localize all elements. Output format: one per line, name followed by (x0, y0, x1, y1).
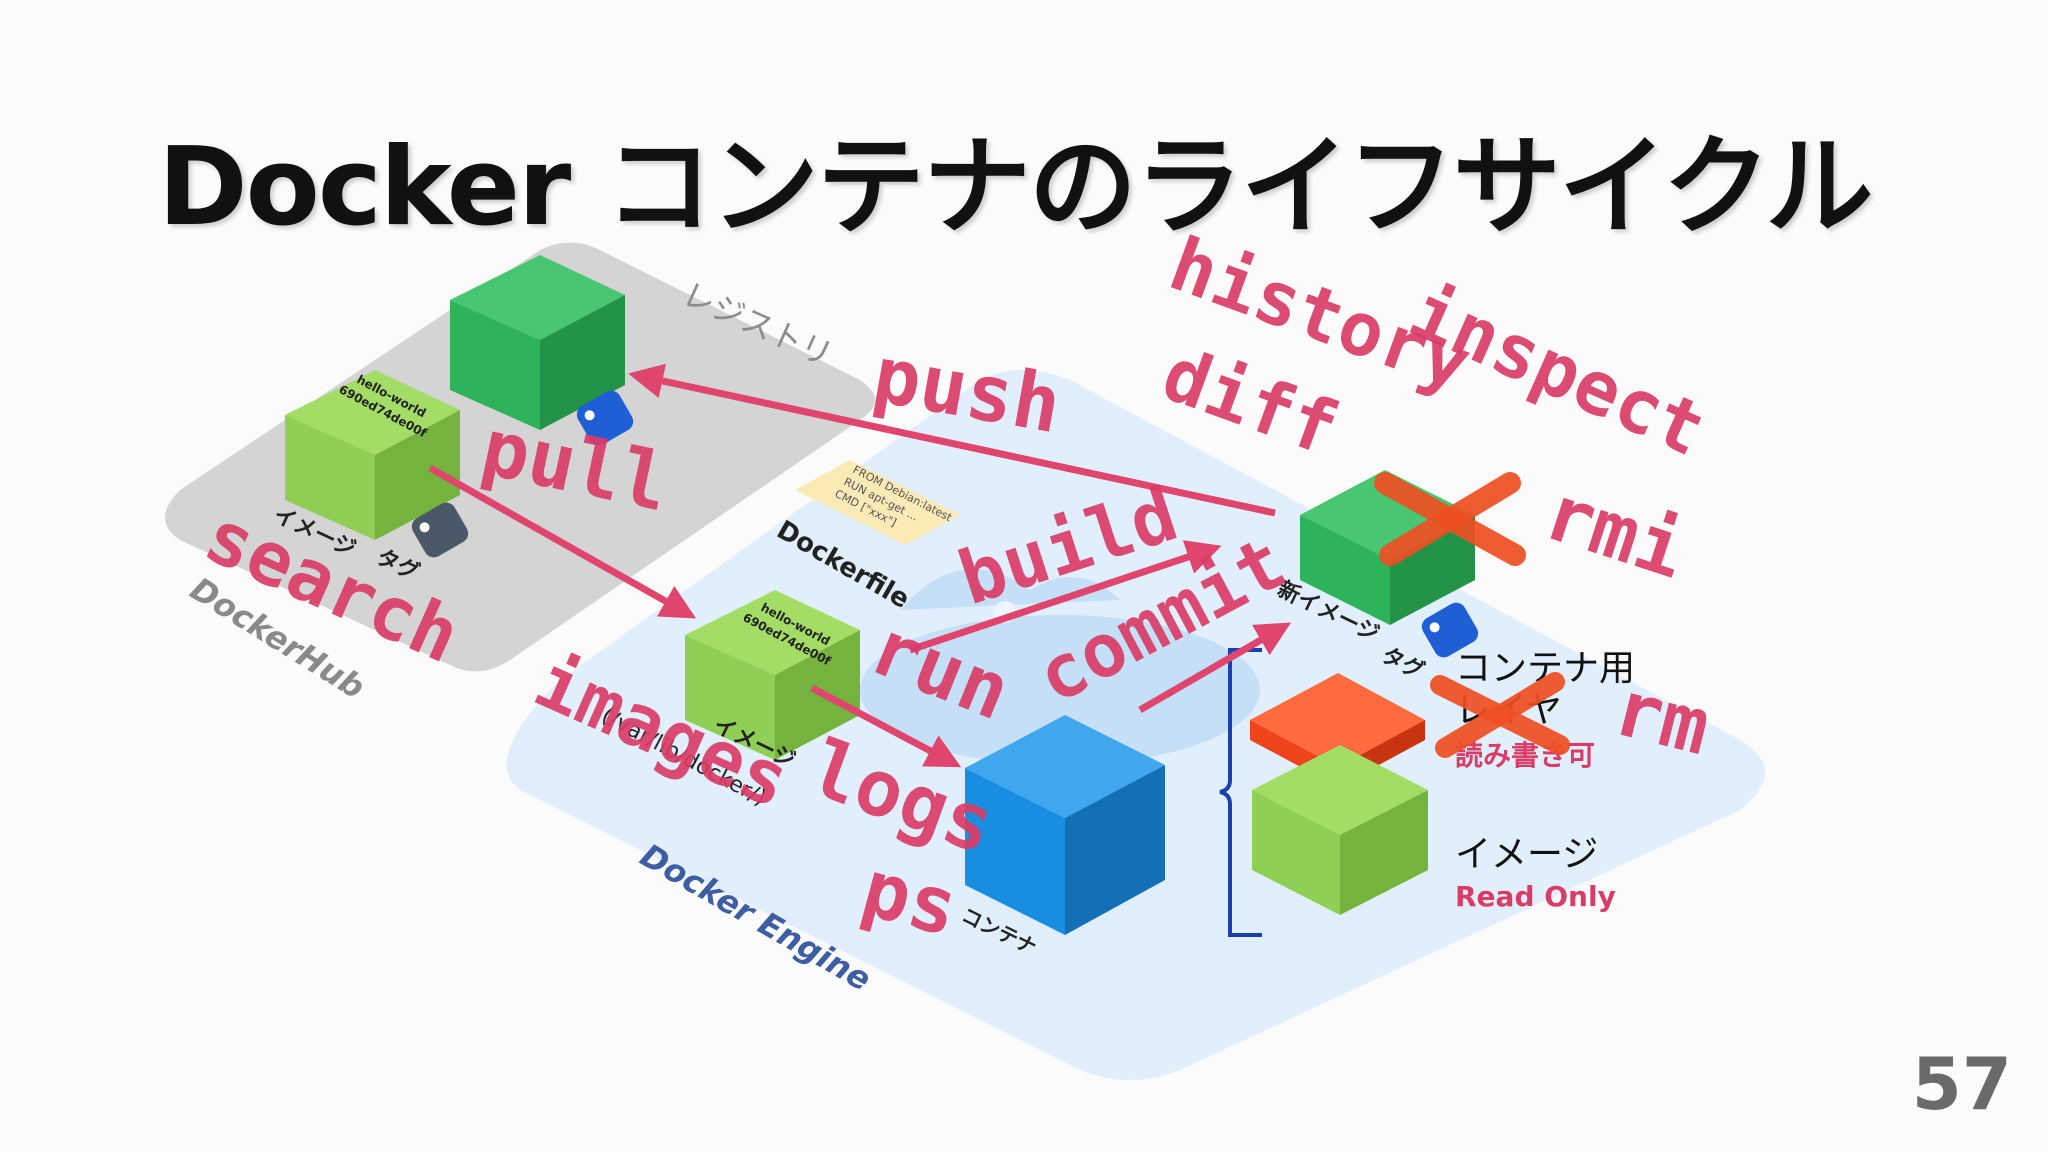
build-arrow (908, 540, 1222, 654)
read-only-note: Read Only (1455, 880, 1616, 913)
image-layer-label: イメージ (1455, 834, 1598, 875)
layer-brace (1219, 648, 1262, 937)
tag-icon (576, 390, 634, 446)
hub-image-cube (285, 370, 460, 540)
slide-title: Docker コンテナのライフサイクル (158, 125, 1873, 250)
cmd-rm: rm (1605, 663, 1718, 773)
docker-engine-area (506, 370, 1766, 1080)
push-arrow (628, 363, 1276, 517)
tag-icon (411, 502, 469, 558)
run-arrow (810, 684, 962, 768)
rmi-cross-icon (1374, 472, 1526, 566)
container-cube (965, 715, 1165, 935)
page-number: 57 (1911, 1042, 2012, 1126)
image-layer-cube (1252, 745, 1428, 915)
local-image-cube (685, 590, 860, 760)
dockerhub-area (165, 242, 875, 672)
cmd-rmi: rmi (1534, 467, 1696, 596)
tag-icon (1421, 602, 1479, 658)
read-write-note: 読み書き可 (1455, 739, 1595, 772)
rm-cross-icon (1430, 672, 1570, 758)
commit-arrow (1138, 622, 1292, 714)
pull-arrow (428, 464, 697, 619)
